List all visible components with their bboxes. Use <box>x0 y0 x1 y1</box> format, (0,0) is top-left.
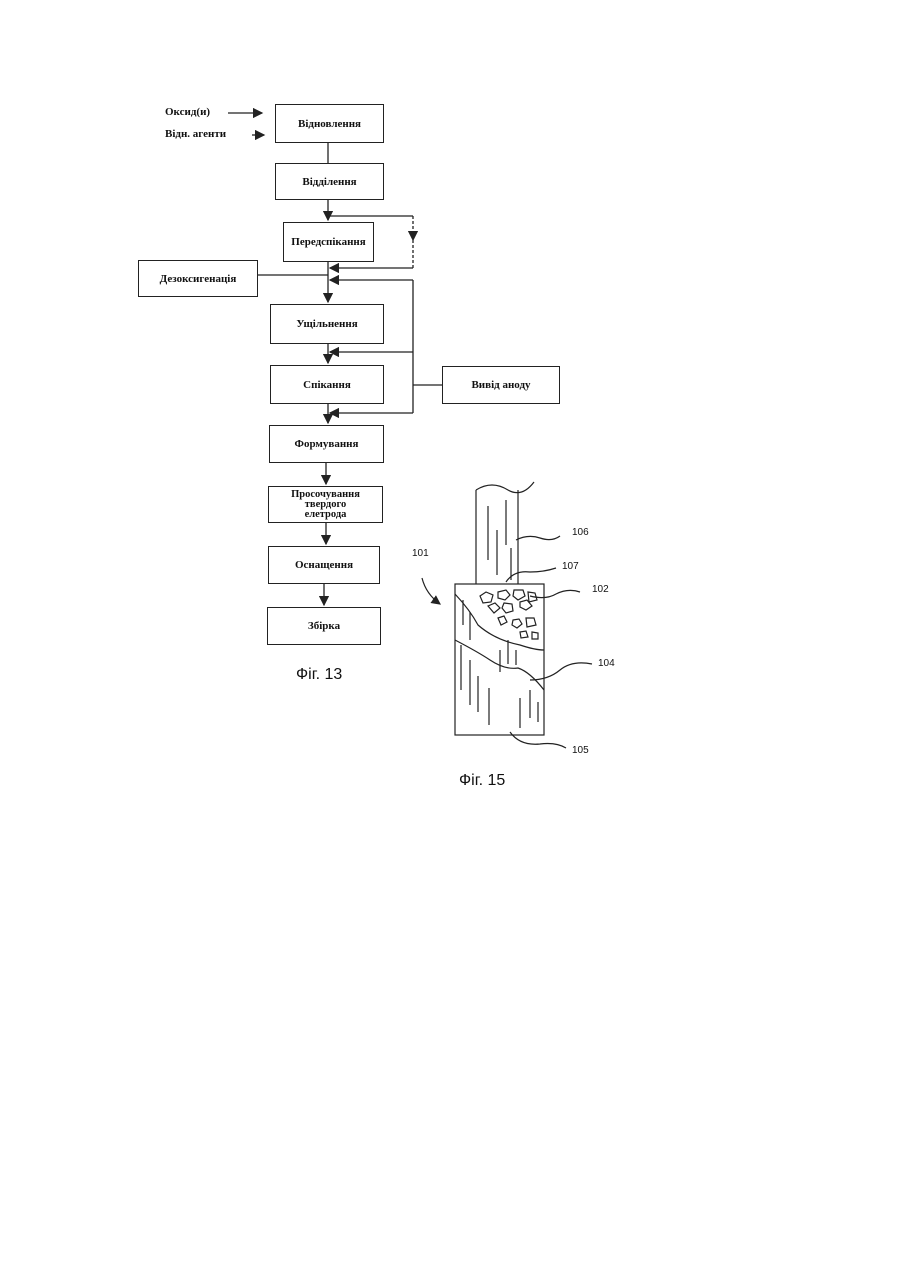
ref-102: 102 <box>592 584 609 595</box>
step-deoxygenation-box: Дезоксигенація <box>138 260 258 297</box>
input-reducing-agents-label: Відн. агенти <box>165 128 226 140</box>
step-presintering-box: Передспікання <box>283 222 374 262</box>
leader-107 <box>506 568 556 582</box>
fig15-caption: Фіг. 15 <box>459 772 505 790</box>
lead-wire-hatching <box>488 500 511 580</box>
ref-104: 104 <box>598 658 615 669</box>
ref-101: 101 <box>412 548 429 559</box>
step-sintering-box: Спікання <box>270 365 384 404</box>
particle <box>513 590 525 600</box>
leader-106 <box>516 536 560 540</box>
pointer-101 <box>422 578 440 604</box>
ref-105: 105 <box>572 745 589 756</box>
ref-107: 107 <box>562 561 579 572</box>
particle <box>498 616 507 625</box>
input-oxides-label: Оксид(и) <box>165 106 210 118</box>
particle <box>498 590 510 600</box>
fig13-caption: Фіг. 13 <box>296 666 342 684</box>
leader-104 <box>530 663 592 680</box>
lead-wire-break <box>476 482 534 493</box>
particle <box>526 618 536 627</box>
step-anode-lead-box: Вивід аноду <box>442 366 560 404</box>
step-assembly-box: Збірка <box>267 607 381 645</box>
step-reduction-box: Відновлення <box>275 104 384 143</box>
electrode-drawing <box>422 482 592 748</box>
leader-102 <box>530 590 580 597</box>
particle <box>502 603 513 613</box>
step-forming-box: Формування <box>269 425 384 463</box>
particle <box>480 592 493 603</box>
particle <box>488 603 500 613</box>
particle <box>512 619 522 628</box>
ref-106: 106 <box>572 527 589 538</box>
step-impregnation-box: Просочування твердого елетрода <box>268 486 383 523</box>
step-separation-box: Відділення <box>275 163 384 200</box>
particle <box>532 632 538 639</box>
particle <box>520 631 528 638</box>
step-compaction-box: Ущільнення <box>270 304 384 344</box>
step-equipping-box: Оснащення <box>268 546 380 584</box>
